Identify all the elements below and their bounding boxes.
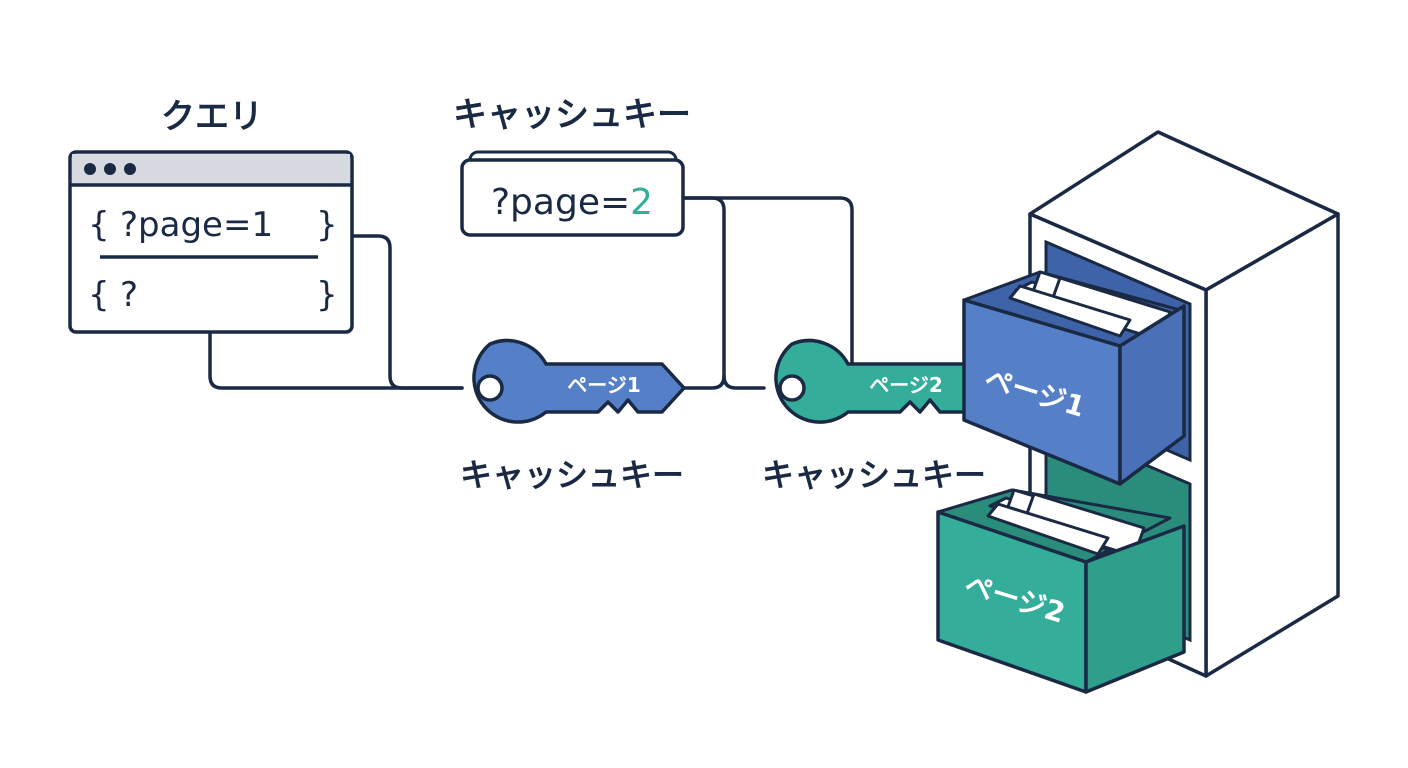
key-2-icon: ページ2: [774, 338, 988, 424]
cache-key-card: ?page=2: [460, 150, 685, 237]
cache-key-value: 2: [630, 182, 653, 223]
cache-key-heading: キャッシュキー: [453, 95, 691, 135]
query-line1-open-brace: {: [88, 205, 110, 245]
query-line1-close-brace: }: [316, 205, 338, 245]
query-line2-open-brace: {: [88, 275, 110, 315]
cache-key-text: ?page=2: [491, 182, 653, 223]
file-folders-icon: [986, 488, 1146, 558]
file-folders-icon: [1008, 270, 1172, 342]
window-dot-icon: [104, 163, 116, 175]
key-1-label: ページ1: [567, 373, 641, 397]
key-2-label: ページ2: [869, 373, 943, 397]
query-heading: クエリ: [161, 97, 263, 137]
query-line1-text: ?page=1: [120, 205, 273, 245]
window-dot-icon: [84, 163, 96, 175]
connector-lines: [208, 196, 854, 390]
drawer-1: ページ1: [962, 270, 1186, 486]
query-window: { ?page=1 } { ? }: [68, 150, 354, 334]
query-line2-close-brace: }: [316, 275, 338, 315]
query-line2-text: ?: [120, 275, 138, 315]
filing-cabinet-icon: ページ1 ページ2: [936, 130, 1340, 694]
key-1-icon: ページ1: [472, 338, 686, 424]
key-1-caption: キャッシュキー: [460, 456, 684, 494]
key-2-caption: キャッシュキー: [762, 456, 986, 494]
cache-key-prefix: ?page=: [491, 182, 630, 223]
window-dot-icon: [124, 163, 136, 175]
drawer-2: ページ2: [936, 488, 1186, 694]
